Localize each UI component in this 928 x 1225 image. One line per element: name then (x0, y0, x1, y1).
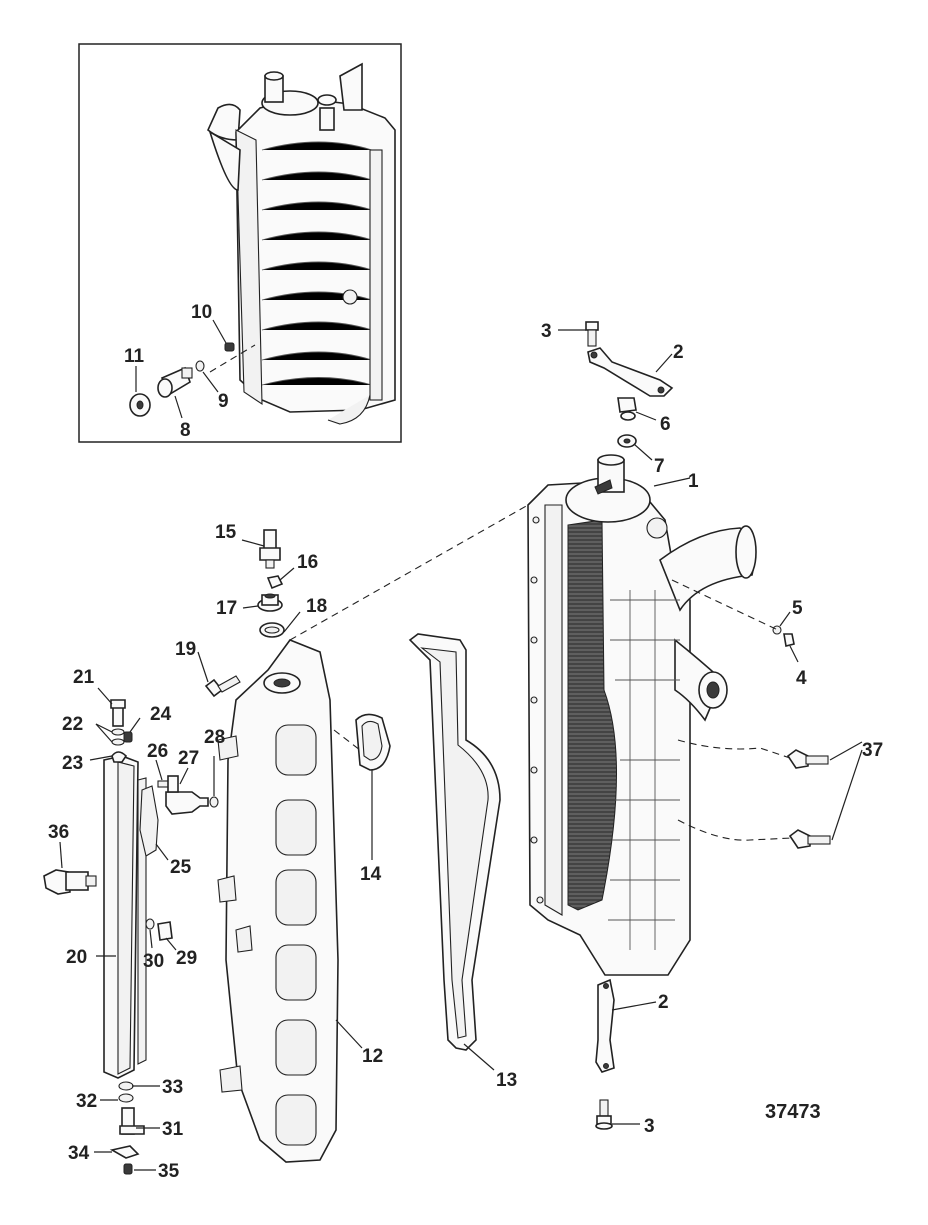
part-28-oring (209, 796, 219, 808)
part-11-washer (129, 393, 151, 417)
part-10-inset (224, 342, 235, 352)
callout-2-top: 2 (673, 342, 684, 363)
callout-3-top: 3 (541, 321, 552, 342)
callout-22: 22 (62, 714, 83, 735)
callout-27: 27 (178, 748, 199, 769)
part-21-fitting (110, 699, 126, 727)
part-25-gasket (139, 785, 159, 857)
part-7-washer (617, 434, 637, 448)
callout-23: 23 (62, 753, 83, 774)
part-3-bolt-top (585, 321, 599, 347)
assembly-lines (289, 504, 793, 841)
callout-32: 32 (76, 1091, 97, 1112)
manifold-ports (275, 724, 317, 1146)
callout-16: 16 (297, 552, 318, 573)
callout-3-bottom: 3 (644, 1116, 655, 1137)
callout-labels: 1 2 3 6 7 5 4 37 2 3 13 14 12 15 16 17 1… (48, 321, 883, 1182)
callout-2-bottom: 2 (658, 992, 669, 1013)
callout-8: 8 (180, 420, 191, 441)
callout-9: 9 (218, 391, 229, 412)
callout-25: 25 (170, 857, 192, 878)
callout-4: 4 (796, 668, 807, 689)
part-27-injector (165, 775, 209, 815)
callout-36: 36 (48, 822, 69, 843)
part-12-manifold (217, 639, 339, 1163)
callout-21: 21 (73, 667, 95, 688)
inset-intercooler-assembly (207, 62, 396, 425)
callout-34: 34 (68, 1143, 90, 1164)
cooler-core (567, 519, 618, 911)
callout-35: 35 (158, 1161, 180, 1182)
leader-lines (59, 329, 863, 1171)
inset-frame (78, 43, 402, 443)
callout-26: 26 (147, 741, 168, 762)
intercooler-ribs (608, 590, 680, 950)
callout-24: 24 (150, 704, 172, 725)
part-13-gasket (408, 633, 501, 1051)
part-37-bolts (786, 749, 831, 849)
callout-6: 6 (660, 414, 671, 435)
callout-5: 5 (792, 598, 803, 619)
part-34-clip (109, 1145, 140, 1159)
part-3-bolt-bottom (595, 1099, 613, 1130)
part-36-sensor (43, 869, 97, 895)
callout-7: 7 (654, 456, 665, 477)
callout-28: 28 (204, 727, 225, 748)
callout-30: 30 (143, 951, 164, 972)
part-4-fitting (783, 633, 795, 647)
callout-12: 12 (362, 1046, 383, 1067)
part-17-grommet (257, 593, 283, 612)
part-35-screw (123, 1163, 133, 1175)
part-22-orings (111, 728, 125, 746)
part-30-oring (145, 918, 155, 930)
callout-18: 18 (306, 596, 327, 617)
part-16-nut (266, 575, 284, 590)
inset-cooler-fins (261, 141, 373, 386)
callout-29: 29 (176, 948, 197, 969)
part-14-gasket-port (355, 713, 391, 771)
callout-13: 13 (496, 1070, 517, 1091)
callout-17: 17 (216, 598, 237, 619)
part-32-oring (118, 1093, 134, 1103)
part-19-bolt (204, 675, 241, 698)
callout-20: 20 (66, 947, 87, 968)
callout-11: 11 (124, 346, 145, 367)
callout-37: 37 (862, 740, 883, 761)
part-1-intercooler (527, 454, 757, 976)
callout-19: 19 (175, 639, 196, 660)
part-31-fitting (119, 1107, 145, 1135)
part-33-oring (118, 1081, 134, 1091)
part-24-screw (123, 731, 133, 743)
callout-33: 33 (162, 1077, 183, 1098)
part-2-bracket-bottom (595, 978, 615, 1073)
callout-1: 1 (688, 471, 699, 492)
inset-detail: 10 11 8 9 (78, 43, 402, 443)
part-9-oring (195, 360, 205, 372)
part-23-clip (111, 751, 128, 763)
part-2-bracket-top (587, 347, 674, 397)
part-18-clamp (259, 622, 285, 638)
part-5-oring (772, 625, 782, 635)
callout-31: 31 (162, 1119, 184, 1140)
part-29-fitting (157, 921, 173, 941)
part-20-fuel-rail (103, 755, 147, 1079)
part-8-sensor (157, 366, 193, 398)
figure-id: 37473 (765, 1101, 821, 1123)
callout-10: 10 (191, 302, 212, 323)
part-6-plug (617, 397, 637, 421)
callout-15: 15 (215, 522, 237, 543)
callout-14: 14 (360, 864, 382, 885)
part-15-sensor (259, 529, 281, 569)
